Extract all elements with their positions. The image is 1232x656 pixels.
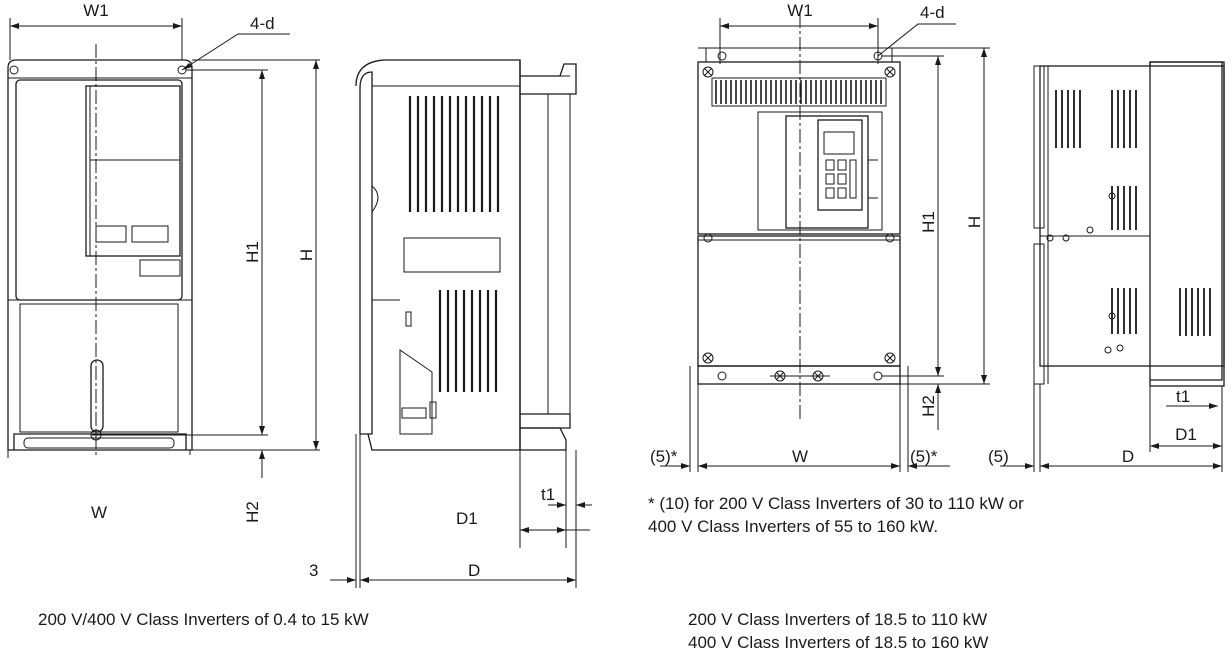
small-inverter-side-view (330, 59, 592, 588)
label-d-left: D (468, 561, 480, 580)
label-3: 3 (309, 561, 318, 580)
label-h-right: H (965, 216, 984, 228)
label-4d-left: 4-d (250, 14, 275, 33)
label-t1-left: t1 (541, 485, 555, 504)
large-inverter-front-view (660, 14, 990, 472)
label-h2-left: H2 (243, 501, 262, 523)
label-d1-right: D1 (1175, 425, 1197, 444)
label-w-left: W (91, 503, 107, 522)
small-inverter-width-dim-line (7, 450, 191, 452)
top-vent-fins (715, 80, 882, 104)
small-inverter-front-view (7, 18, 320, 478)
footnote-line-2: 400 V Class Inverters of 55 to 160 kW. (648, 517, 939, 536)
label-w1-right: W1 (787, 1, 813, 20)
label-w-right: W (792, 447, 808, 466)
label-w1-left: W1 (83, 1, 109, 20)
small-inverter-width-dim (7, 450, 191, 455)
side-upper-fins (408, 96, 500, 212)
label-t1-right: t1 (1176, 387, 1190, 406)
caption-right-line-1: 200 V Class Inverters of 18.5 to 110 kW (688, 610, 988, 629)
label-h1-right: H1 (919, 211, 938, 233)
label-h1-left: H1 (243, 241, 262, 263)
dimension-labels: W1 4-d H1 H H2 W D1 t1 3 D W1 4-d H1 H H… (83, 1, 1197, 580)
label-d1-left: D1 (456, 509, 478, 528)
side-view-fins-a (1055, 90, 1211, 336)
side-lower-fins (438, 290, 498, 392)
label-h-left: H (297, 249, 316, 261)
label-h2-right: H2 (919, 395, 938, 417)
label-5: (5) (988, 447, 1009, 466)
footnote-line-1: * (10) for 200 V Class Inverters of 30 t… (648, 494, 1024, 513)
label-d-right: D (1122, 447, 1134, 466)
label-5star-right: (5)* (910, 447, 938, 466)
large-inverter-side-view (1000, 61, 1225, 472)
caption-right-line-2: 400 V Class Inverters of 18.5 to 160 kW (688, 633, 989, 652)
label-4d-right: 4-d (920, 3, 945, 22)
caption-left: 200 V/400 V Class Inverters of 0.4 to 15… (38, 610, 369, 629)
label-5star-left: (5)* (650, 447, 678, 466)
